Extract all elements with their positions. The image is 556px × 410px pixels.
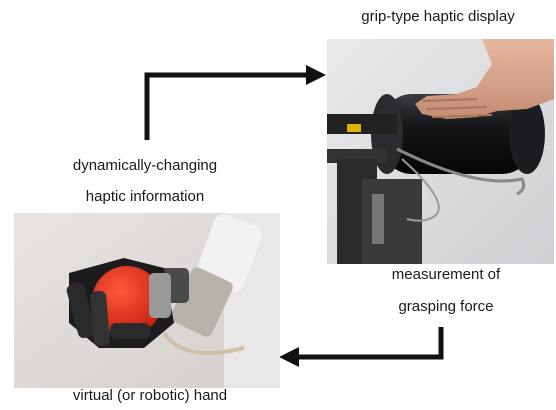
dynamic-info-label-line1: dynamically-changing [72,157,218,174]
grip-display-label: grip-type haptic display [361,8,515,25]
arrow-to-haptic-display [144,65,326,140]
robotic-hand-photo [14,213,280,388]
robotic-hand-image [14,213,280,388]
dynamic-info-label-line2: haptic information [85,188,205,205]
haptic-display-photo [327,39,554,264]
measurement-label-line1: measurement of [391,266,501,283]
arrow-to-virtual-hand [279,327,444,367]
haptic-display-image [327,39,554,264]
measurement-label-line2: grasping force [398,298,494,315]
virtual-hand-label: virtual (or robotic) hand [72,387,228,404]
